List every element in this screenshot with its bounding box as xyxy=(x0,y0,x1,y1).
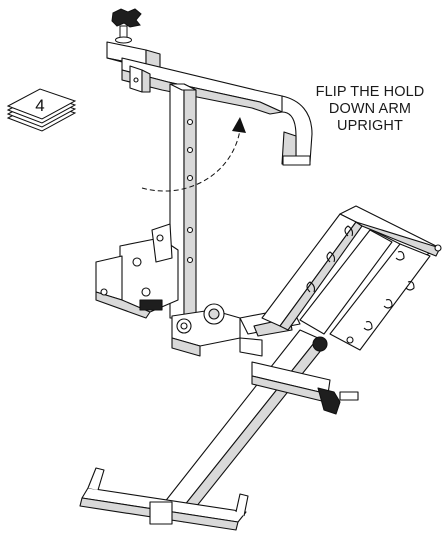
curved-arrow-icon xyxy=(141,117,246,192)
mounting-plate xyxy=(95,223,179,319)
step-number: 4 xyxy=(35,96,44,115)
page-stack-top xyxy=(6,88,77,120)
step-badge: 4 xyxy=(6,88,77,132)
main-beam xyxy=(159,329,327,523)
hold-down-arm xyxy=(106,41,313,166)
cross-bar xyxy=(251,336,359,415)
rear-tray xyxy=(261,205,442,351)
front-foot xyxy=(79,467,249,531)
adjustment-knob xyxy=(111,8,142,44)
instruction-line-1: FLIP THE HOLD xyxy=(315,84,425,100)
instruction-text: FLIP THE HOLD DOWN ARM UPRIGHT xyxy=(300,84,440,135)
instruction-line-2: DOWN ARM xyxy=(328,101,412,117)
instruction-line-3: UPRIGHT xyxy=(337,118,403,134)
